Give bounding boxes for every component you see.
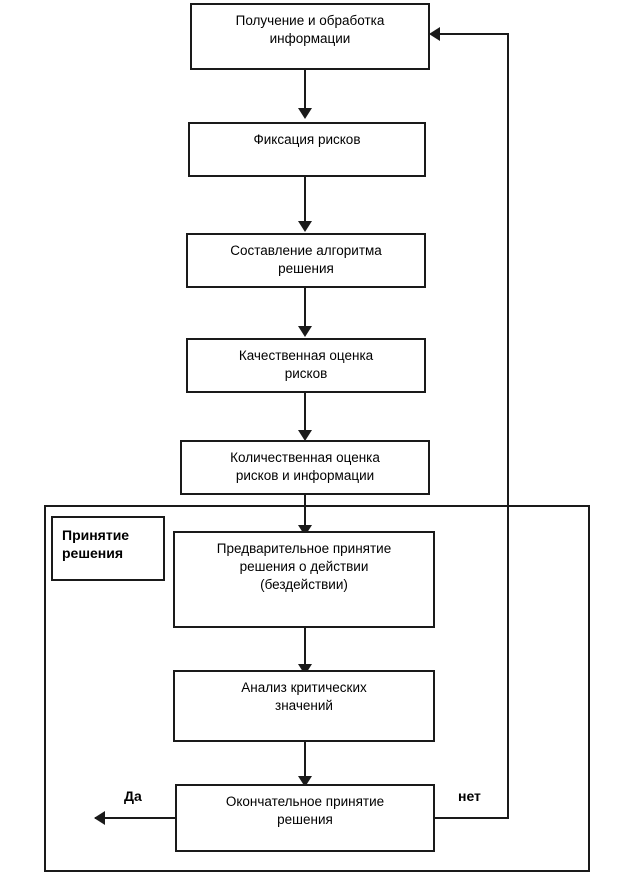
connector-n2-n3-arrow	[298, 221, 312, 232]
connector-n3-n4-line	[304, 288, 306, 330]
connector-n7-n8-arrow	[298, 776, 312, 787]
no-branch-label: нет	[458, 788, 481, 804]
connector-n6-n7-line	[304, 628, 306, 670]
connector-n1-n2-arrow	[298, 108, 312, 119]
yes-branch-arrow	[94, 811, 105, 825]
node-kachestvennaya-ocenka-riskov[interactable]: Качественная оценка рисков	[186, 338, 426, 393]
yes-branch-label: Да	[124, 788, 142, 804]
node-sostavlenie-algoritma-resheniya[interactable]: Составление алгоритма решения	[186, 233, 426, 288]
connector-n5-n6-arrow	[298, 525, 312, 536]
connector-n2-n3-line	[304, 177, 306, 223]
no-branch-line	[433, 817, 509, 819]
yes-branch-line	[95, 817, 177, 819]
connector-n3-n4-arrow	[298, 326, 312, 337]
connector-n4-n5-arrow	[298, 430, 312, 441]
connector-n1-n2-line	[304, 70, 306, 111]
node-predvaritelnoe-prinyatie-resheniya[interactable]: Предварительное принятие решения о дейст…	[173, 531, 435, 628]
node-poluchenie-i-obrabotka-informacii[interactable]: Получение и обработка информации	[190, 3, 430, 70]
node-kolichestvennaya-ocenka-riskov-i-informacii[interactable]: Количественная оценка рисков и информаци…	[180, 440, 430, 495]
connector-n4-n5-line	[304, 393, 306, 434]
feedback-loop-vertical-line	[507, 33, 509, 819]
node-okonchatelnoe-prinyatie-resheniya[interactable]: Окончательное принятие решения	[175, 784, 435, 852]
connector-n7-n8-line	[304, 742, 306, 784]
connector-n5-n6-line	[304, 495, 306, 531]
feedback-loop-top-line	[440, 33, 509, 35]
decision-group-label: Принятие решения	[51, 516, 165, 581]
decision-group-frame	[44, 505, 590, 872]
feedback-loop-arrow	[429, 27, 440, 41]
connector-n6-n7-arrow	[298, 664, 312, 675]
node-fiksaciya-riskov[interactable]: Фиксация рисков	[188, 122, 426, 177]
node-analiz-kriticheskih-znacheniy[interactable]: Анализ критических значений	[173, 670, 435, 742]
